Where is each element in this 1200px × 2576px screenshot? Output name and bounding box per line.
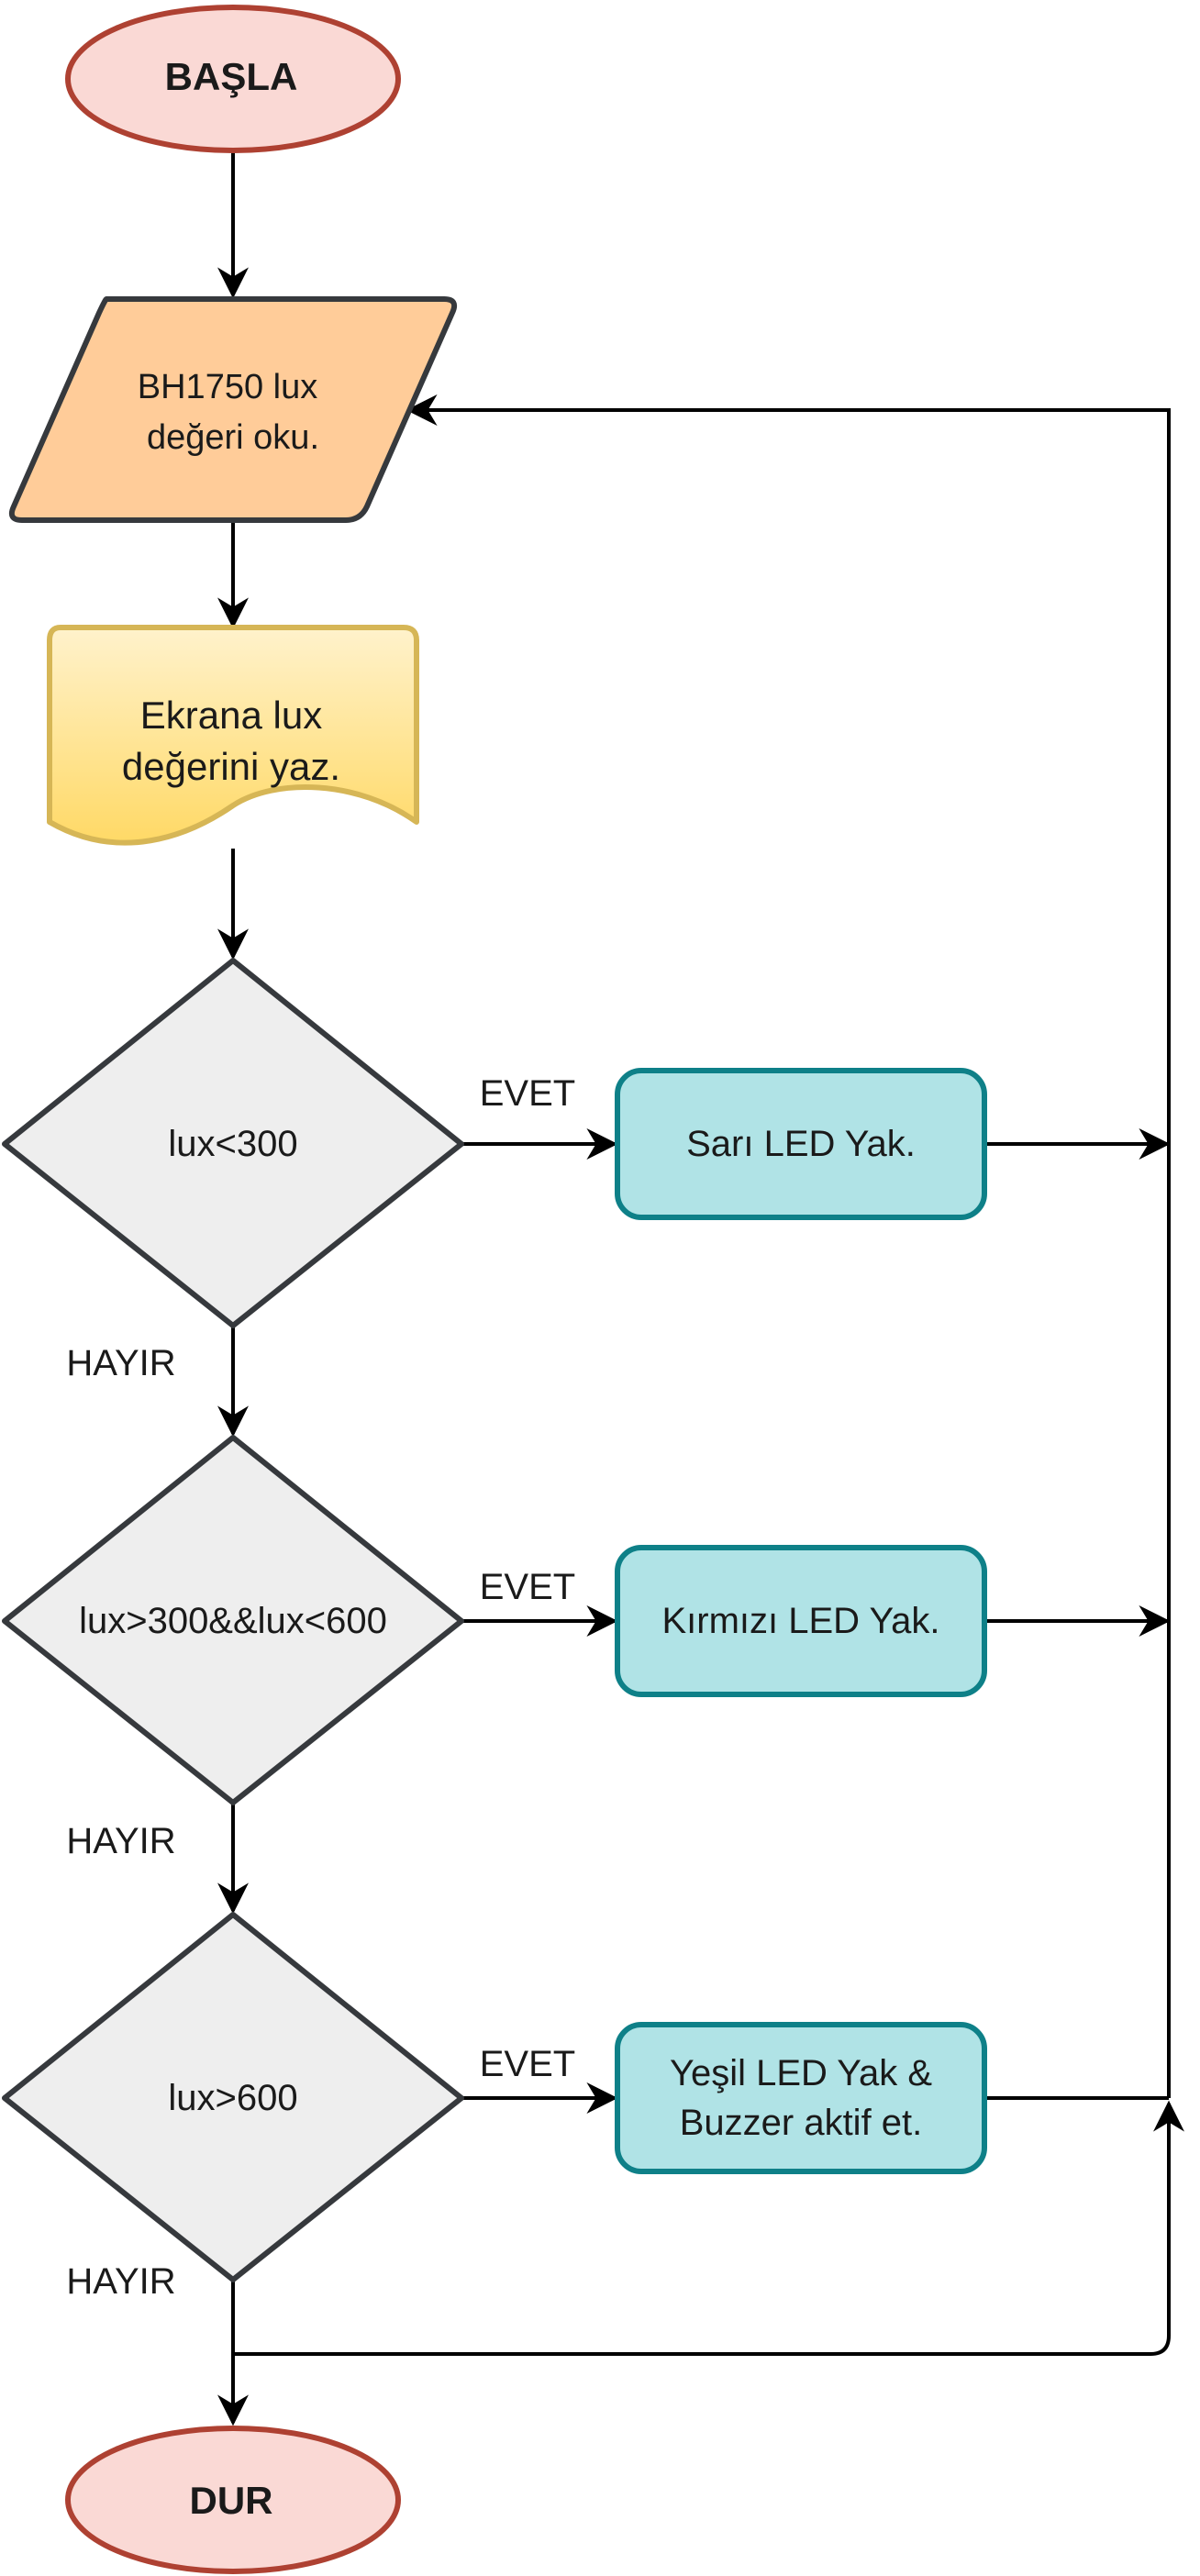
display-lux-node: Ekrana lux değerini yaz. bbox=[47, 625, 419, 846]
end-label: DUR bbox=[190, 2479, 273, 2522]
process-green-led-buzzer: Yeşil LED Yak & Buzzer aktif et. bbox=[615, 2022, 987, 2174]
read-lux-node: BH1750 lux değeri oku. bbox=[8, 296, 458, 523]
decision-lux-gt-600: lux>600 bbox=[2, 1912, 464, 2282]
process-1-label: Sarı LED Yak. bbox=[686, 1124, 916, 1164]
decision-lux-between: lux>300&&lux<600 bbox=[2, 1435, 464, 1805]
process-3-label-line2: Buzzer aktif et. bbox=[680, 2103, 923, 2143]
start-label: BAŞLA bbox=[165, 55, 298, 98]
read-lux-label-line1: BH1750 lux bbox=[138, 368, 317, 406]
yes-label-1: EVET bbox=[480, 1073, 575, 1114]
end-node: DUR bbox=[65, 2426, 401, 2574]
display-lux-label-line2: değerini yaz. bbox=[122, 745, 340, 788]
edge-loop-back-to-read bbox=[406, 394, 1171, 2098]
decision-2-label: lux>300&&lux<600 bbox=[79, 1601, 387, 1641]
decision-3-label: lux>600 bbox=[168, 2078, 297, 2118]
start-node: BAŞLA bbox=[65, 5, 401, 153]
yes-label-3: EVET bbox=[480, 2044, 575, 2084]
no-label-2: HAYIR bbox=[66, 1821, 175, 1861]
read-lux-label-line2: değeri oku. bbox=[147, 418, 319, 457]
process-2-label: Kırmızı LED Yak. bbox=[661, 1601, 939, 1641]
edge-bottom-loop bbox=[233, 2100, 1184, 2356]
display-lux-label-line1: Ekrana lux bbox=[140, 694, 322, 737]
decision-lux-lt-300: lux<300 bbox=[2, 958, 464, 1328]
process-red-led: Kırmızı LED Yak. bbox=[615, 1545, 987, 1697]
process-3-label-line1: Yeşil LED Yak & bbox=[670, 2053, 932, 2093]
no-label-1: HAYIR bbox=[66, 1343, 175, 1383]
connectors bbox=[217, 151, 1184, 2426]
decision-1-label: lux<300 bbox=[168, 1124, 297, 1164]
no-label-3: HAYIR bbox=[66, 2261, 175, 2302]
yes-label-2: EVET bbox=[480, 1567, 575, 1607]
process-yellow-led: Sarı LED Yak. bbox=[615, 1068, 987, 1220]
